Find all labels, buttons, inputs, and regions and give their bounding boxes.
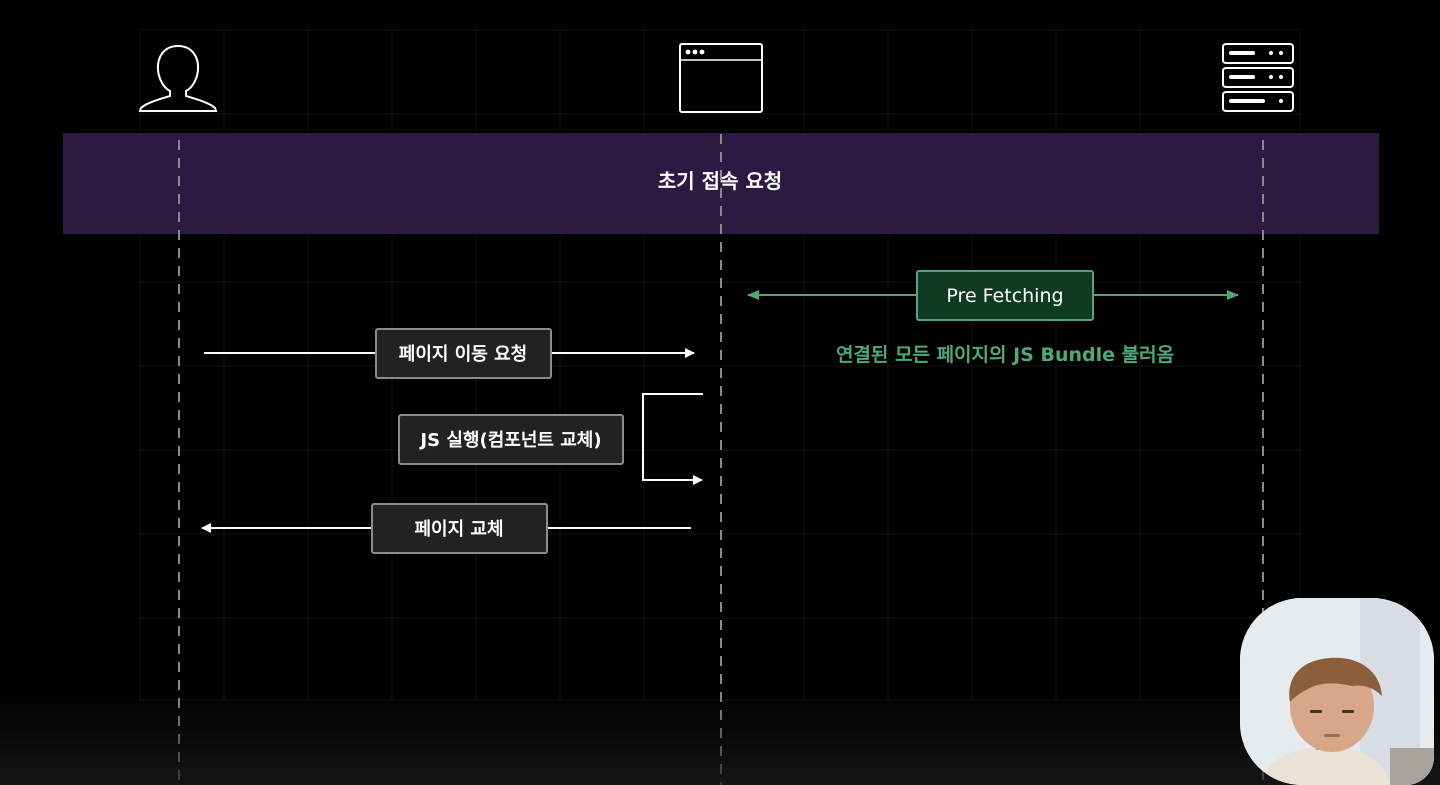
prefetch-label: Pre Fetching — [946, 285, 1063, 307]
prefetch-box — [916, 270, 1094, 321]
page-replace-label: 페이지 교체 — [414, 519, 503, 540]
page-replace-box — [371, 503, 548, 554]
page-move-request-label: 페이지 이동 요청 — [399, 344, 527, 365]
prefetch-caption: 연결된 모든 페이지의 JS Bundle 불러옴 — [836, 344, 1174, 366]
presenter-webcam — [1240, 598, 1434, 785]
js-execution-loop-arrow — [642, 393, 703, 485]
lifelines — [178, 134, 1264, 785]
banner-label: 초기 접속 요청 — [658, 169, 782, 193]
user-icon — [138, 44, 218, 112]
server-icon — [1222, 43, 1294, 112]
initial-request-banner — [63, 133, 1379, 234]
page-move-request-box — [375, 328, 552, 379]
js-execution-label: JS 실행(컴포넌트 교체) — [418, 430, 601, 451]
js-execution-box — [398, 414, 624, 465]
browser-window-icon — [679, 43, 763, 113]
